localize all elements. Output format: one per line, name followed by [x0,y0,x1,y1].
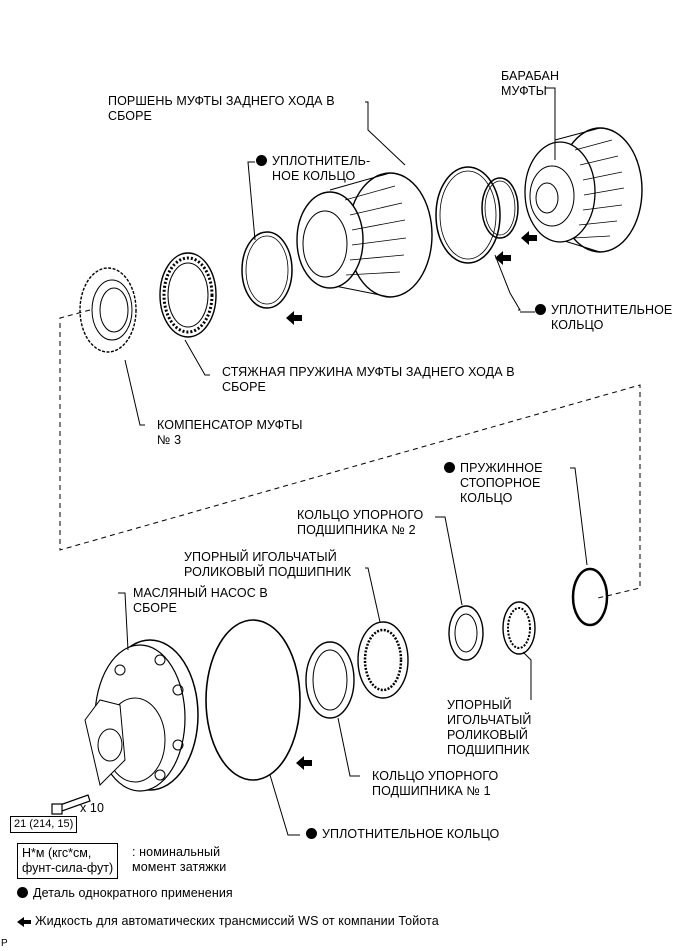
single-use-dot-icon [444,462,455,473]
oil-pump-part [84,639,199,792]
corner-mark: P [1,938,8,949]
label-race-2: КОЛЬЦО УПОРНОГО ПОДШИПНИКА № 2 [297,508,424,537]
compensator-part [79,267,137,353]
label-reverse-piston: ПОРШЕНЬ МУФТЫ ЗАДНЕГО ХОДА В СБОРЕ [108,94,335,123]
legend-units-desc: : номинальный момент затяжки [132,845,227,874]
bolt-count: x 10 [80,801,105,815]
atf-arrow-icon [17,916,31,927]
reverse-piston-part [296,172,433,298]
atf-arrows [286,231,537,770]
o-ring-bottom [205,619,301,781]
single-use-dot-icon [535,304,546,315]
label-o-ring-top: УПЛОТНИТЕЛЬ- НОЕ КОЛЬЦО [256,154,370,184]
single-use-dot-icon [256,155,267,166]
o-ring-upper [241,231,293,309]
legend-fluid: Жидкость для автоматических трансмиссий … [17,914,439,929]
label-drum: БАРАБАН МУФТЫ [501,69,560,98]
o-ring-small [481,177,519,239]
legend-single-use: Деталь однократного применения [17,886,233,901]
needle-bearing-left-part [357,621,409,699]
return-spring-part [159,252,217,338]
race-1-part [305,641,355,719]
clutch-drum-part [524,127,643,253]
torque-value: 21 (214, 15) [10,816,78,833]
label-return-spring: СТЯЖНАЯ ПРУЖИНА МУФТЫ ЗАДНЕГО ХОДА В СБО… [222,365,515,394]
legend-units-box: Н*м (кгс*см, фунт-сила-фут) [17,843,119,879]
o-ring-large [435,166,501,264]
single-use-dot-icon [306,828,317,839]
bolt-part [51,794,91,815]
race-2-part [448,605,484,661]
label-o-ring-right: УПЛОТНИТЕЛЬНОЕ КОЛЬЦО [535,303,672,333]
label-needle-bearing-top: УПОРНЫЙ ИГОЛЬЧАТЫЙ РОЛИКОВЫЙ ПОДШИПНИК [184,550,352,579]
single-use-dot-icon [17,887,28,898]
needle-bearing-right-part [502,601,536,655]
label-o-ring-bottom: УПЛОТНИТЕЛЬНОЕ КОЛЬЦО [306,827,499,842]
label-compensator: КОМПЕНСАТОР МУФТЫ № 3 [157,418,303,447]
snap-ring-part [571,567,609,627]
label-oil-pump: МАСЛЯНЫЙ НАСОС В СБОРЕ [133,586,268,615]
label-race-1: КОЛЬЦО УПОРНОГО ПОДШИПНИКА № 1 [372,769,499,798]
label-snap-ring: ПРУЖИННОЕ СТОПОРНОЕ КОЛЬЦО [444,461,543,506]
label-needle-bearing-right: УПОРНЫЙ ИГОЛЬЧАТЫЙ РОЛИКОВЫЙ ПОДШИПНИК [447,698,532,757]
